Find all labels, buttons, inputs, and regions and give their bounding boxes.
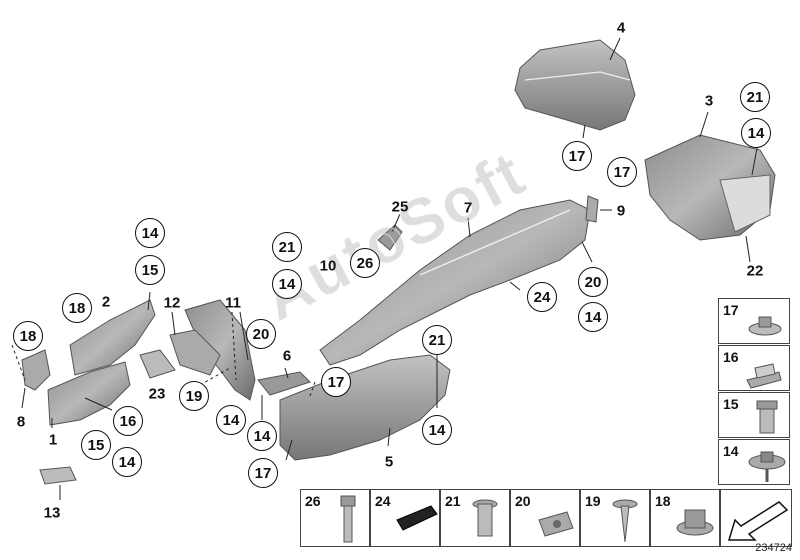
clip-icon <box>538 511 574 537</box>
callout-23: 23 <box>148 385 166 403</box>
circle-callout-14: 14 <box>272 269 302 299</box>
legend-cell-26: 26 <box>300 489 370 547</box>
part-5-heat-shield <box>279 354 451 461</box>
direction-arrow-cell <box>720 489 792 547</box>
part-18-piece <box>21 349 51 391</box>
callout-8: 8 <box>16 413 26 431</box>
legend-label: 14 <box>723 443 739 459</box>
clip-nut-icon <box>748 316 782 336</box>
circle-callout-21: 21 <box>272 232 302 262</box>
legend-cell-20: 20 <box>510 489 580 547</box>
legend-cell-16: 16 <box>718 345 790 391</box>
callout-13: 13 <box>43 504 61 522</box>
circle-callout-14: 14 <box>578 302 608 332</box>
legend-label: 26 <box>305 493 321 509</box>
circle-callout-18: 18 <box>62 293 92 323</box>
collar-nut-icon <box>676 509 714 536</box>
callout-2: 2 <box>101 293 111 311</box>
circle-callout-15: 15 <box>135 255 165 285</box>
circle-callout-20: 20 <box>246 319 276 349</box>
arrow-icon <box>727 501 789 541</box>
callout-4: 4 <box>616 19 626 37</box>
circle-callout-15: 15 <box>81 430 111 460</box>
callout-12: 12 <box>163 294 181 312</box>
circle-callout-21: 21 <box>422 325 452 355</box>
legend-label: 21 <box>445 493 461 509</box>
circle-callout-21: 21 <box>740 82 770 112</box>
legend-label: 24 <box>375 493 391 509</box>
circle-callout-14: 14 <box>422 415 452 445</box>
image-id: 234724 <box>755 542 792 554</box>
legend-cell-24: 24 <box>370 489 440 547</box>
circle-callout-20: 20 <box>578 267 608 297</box>
part-7-tunnel-shield <box>319 199 591 366</box>
rivet-nut-icon <box>472 499 498 537</box>
legend-label: 20 <box>515 493 531 509</box>
callout-25: 25 <box>391 198 409 216</box>
part-2-heat-shield <box>69 299 156 376</box>
bolt-icon <box>340 495 356 543</box>
callout-5: 5 <box>384 453 394 471</box>
callout-10: 10 <box>319 257 337 275</box>
callout-1: 1 <box>48 431 58 449</box>
legend-label: 17 <box>723 302 739 318</box>
circle-callout-17: 17 <box>248 458 278 488</box>
legend-label: 16 <box>723 349 739 365</box>
hex-nut-icon <box>748 451 786 482</box>
circle-callout-14: 14 <box>112 447 142 477</box>
part-4-heat-shield <box>514 39 636 131</box>
part-13-strip <box>39 466 77 485</box>
circle-callout-17: 17 <box>321 367 351 397</box>
part-6-bracket <box>257 371 311 396</box>
legend-cell-21: 21 <box>440 489 510 547</box>
circle-callout-17: 17 <box>607 157 637 187</box>
screw-icon <box>612 499 638 543</box>
callout-22: 22 <box>746 262 764 280</box>
circle-callout-18: 18 <box>13 321 43 351</box>
plug-clip-icon <box>756 400 778 434</box>
circle-callout-24: 24 <box>527 282 557 312</box>
callout-3: 3 <box>704 92 714 110</box>
circle-callout-14: 14 <box>741 118 771 148</box>
circle-callout-14: 14 <box>247 421 277 451</box>
circle-callout-26: 26 <box>350 248 380 278</box>
circle-callout-16: 16 <box>113 406 143 436</box>
legend-label: 19 <box>585 493 601 509</box>
circle-callout-14: 14 <box>216 405 246 435</box>
callout-11: 11 <box>225 294 241 312</box>
circle-callout-19: 19 <box>179 381 209 411</box>
circle-callout-17: 17 <box>562 141 592 171</box>
callout-7: 7 <box>463 199 473 217</box>
callout-9: 9 <box>616 202 626 220</box>
legend-label: 18 <box>655 493 671 509</box>
callout-6: 6 <box>282 347 292 365</box>
legend-cell-14: 14 <box>718 439 790 485</box>
spring-clip-icon <box>746 363 782 389</box>
legend-label: 15 <box>723 396 739 412</box>
foam-strip-icon <box>396 505 438 531</box>
legend-cell-15: 15 <box>718 392 790 438</box>
part-1-heat-shield <box>47 361 131 426</box>
legend-cell-17: 17 <box>718 298 790 344</box>
legend-cell-19: 19 <box>580 489 650 547</box>
circle-callout-14: 14 <box>135 218 165 248</box>
legend-cell-18: 18 <box>650 489 720 547</box>
